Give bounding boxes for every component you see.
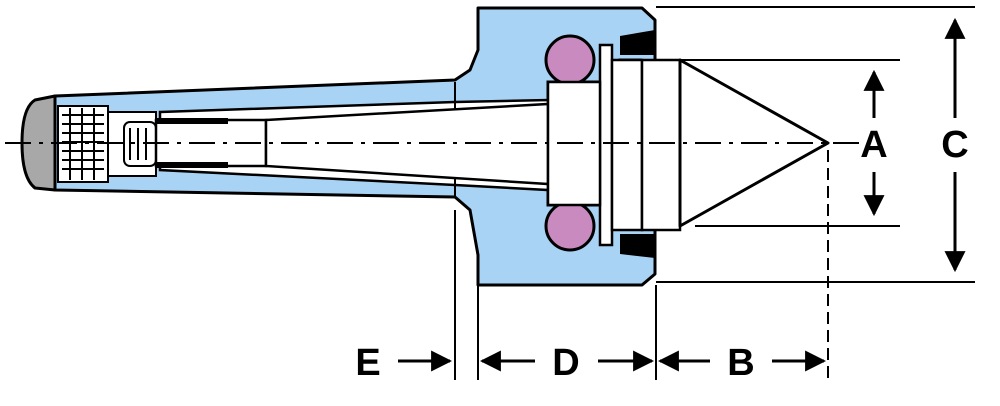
dimension-label-d: D — [552, 342, 579, 384]
ball-bearing-icon — [544, 200, 596, 252]
dimension-c: C — [941, 17, 969, 273]
dimension-label-b: B — [727, 342, 754, 384]
dimension-d: D — [479, 342, 655, 384]
ball-bearing-icon — [544, 34, 596, 86]
extension-lines — [454, 6, 975, 380]
dimension-label-e: E — [355, 342, 380, 384]
dimension-a: A — [860, 69, 888, 217]
seals — [620, 30, 655, 258]
dimension-label-c: C — [941, 124, 968, 166]
nose-body — [546, 58, 682, 232]
dimension-label-a: A — [860, 124, 887, 166]
bearing-plate — [598, 43, 614, 247]
dimension-e: E — [355, 342, 453, 384]
dimension-b: B — [657, 342, 827, 384]
